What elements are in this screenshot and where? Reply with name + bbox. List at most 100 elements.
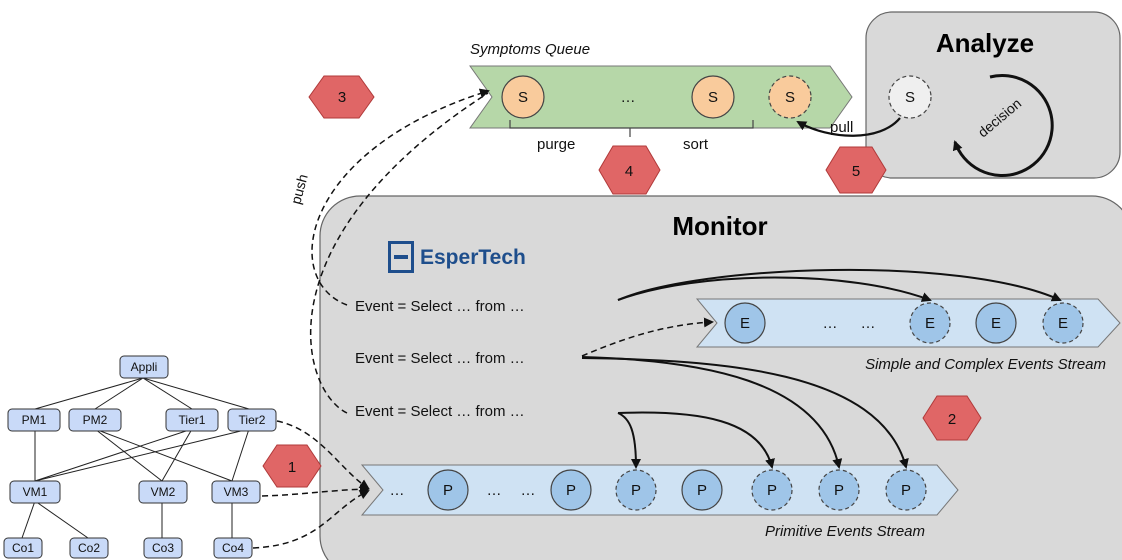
query3-to-primitive-arrow — [617, 411, 775, 469]
tree-node-co4 — [213, 537, 253, 559]
push-arrow-1 — [311, 88, 490, 306]
tree-node-label: Appli — [131, 360, 158, 374]
step-number: 2 — [948, 411, 956, 428]
analyze-symptom — [888, 75, 932, 119]
primitive-node-label: P — [697, 482, 707, 499]
symptom-node-label: S — [785, 89, 795, 106]
tree-node-label: PM2 — [83, 413, 108, 427]
query2-to-event-arrow — [581, 317, 714, 357]
queue-ellipsis: … — [621, 89, 636, 106]
primitive-node-pending — [615, 469, 657, 511]
primitive-node-pending — [885, 469, 927, 511]
co4-to-stream-arrow — [252, 490, 370, 549]
tree-node-label: Co2 — [78, 541, 100, 555]
analyze-symptom-label: S — [905, 89, 915, 106]
event-node-label: E — [925, 315, 935, 332]
symptom-node-label: S — [708, 89, 718, 106]
primitive-stream: … P … … P P P P P P Primitive Events Str… — [360, 464, 959, 540]
query1-to-event-arrow — [617, 268, 1062, 302]
primitive-ellipsis: … — [521, 482, 536, 499]
primitive-ellipsis: … — [487, 482, 502, 499]
primitive-node-label: P — [443, 482, 453, 499]
step-hexagon-2: 2 — [922, 395, 982, 441]
tree-node-vm3 — [211, 480, 261, 504]
event-node-label: E — [740, 315, 750, 332]
tree-node-tier2 — [227, 408, 277, 432]
tree-node-label: PM1 — [22, 413, 47, 427]
primitive-ellipsis: … — [390, 482, 405, 499]
tree-node-vm1 — [9, 480, 61, 504]
step-number: 5 — [852, 163, 860, 180]
primitive-node-pending — [818, 469, 860, 511]
analyze-panel: Analyze S decision — [865, 11, 1121, 179]
primitive-node-label: P — [901, 482, 911, 499]
events-stream: E … … E E E Simple and Complex Events St… — [695, 298, 1121, 373]
primitive-node-pending — [751, 469, 793, 511]
espertech-logo-icon — [388, 241, 414, 273]
tree-node-appli — [119, 355, 169, 379]
query-3: Event = Select … from … — [355, 403, 525, 420]
monitor-title: Monitor — [672, 211, 767, 241]
event-node — [975, 302, 1017, 344]
step-number: 4 — [625, 163, 633, 180]
symptoms-queue: Symptoms Queue S … S S purge sort — [469, 41, 853, 153]
step-hexagon-5: 5 — [825, 146, 887, 194]
symptom-node-pending — [768, 75, 812, 119]
symptom-node — [691, 75, 735, 119]
events-ellipsis: … — [823, 315, 838, 332]
symptom-node-label: S — [518, 89, 528, 106]
primitive-node — [681, 469, 723, 511]
tree-node-label: Co4 — [222, 541, 244, 555]
event-node-label: E — [991, 315, 1001, 332]
event-node — [724, 302, 766, 344]
step-hexagon-4: 4 — [598, 145, 661, 195]
vm3-to-stream-arrow — [261, 484, 370, 497]
analyze-title: Analyze — [936, 28, 1034, 58]
pull-arrow — [796, 117, 901, 137]
sort-label: sort — [683, 136, 709, 153]
purge-label: purge — [537, 136, 575, 153]
query1-to-event-arrow — [617, 276, 932, 302]
query-2: Event = Select … from … — [355, 350, 525, 367]
tree-node-label: VM1 — [23, 485, 48, 499]
tier2-to-stream-arrow — [276, 420, 370, 490]
tree-node-label: Tier1 — [179, 413, 206, 427]
tree-node-pm2 — [68, 408, 122, 432]
symptom-node — [501, 75, 545, 119]
primitive-node-label: P — [767, 482, 777, 499]
tree-node-label: VM2 — [151, 485, 176, 499]
primitive-node-label: P — [834, 482, 844, 499]
espertech-logo-text: EsperTech — [420, 246, 526, 269]
pull-label: pull — [830, 119, 853, 136]
event-node-pending — [1042, 302, 1084, 344]
event-node-pending — [909, 302, 951, 344]
events-stream-label: Simple and Complex Events Stream — [865, 356, 1106, 373]
queue-bracket — [509, 120, 754, 137]
tree-node-vm2 — [138, 480, 188, 504]
primitive-stream-label: Primitive Events Stream — [765, 523, 925, 540]
tree-node-co1 — [3, 537, 43, 559]
step-hexagon-1: 1 — [262, 444, 322, 488]
symptoms-queue-title: Symptoms Queue — [470, 41, 590, 58]
push-label: push — [287, 172, 310, 205]
tree-node-label: Tier2 — [239, 413, 266, 427]
push-arrow-2 — [309, 92, 489, 414]
primitive-node — [550, 469, 592, 511]
primitive-node-label: P — [566, 482, 576, 499]
step-number: 3 — [338, 89, 346, 106]
topology-tree: Appli PM1 PM2 Tier1 Tier2 VM1 VM2 VM3 Co… — [3, 355, 277, 559]
primitive-node — [427, 469, 469, 511]
tree-node-co2 — [69, 537, 109, 559]
step-number: 1 — [288, 459, 296, 476]
tree-node-label: Co3 — [152, 541, 174, 555]
primitive-node-label: P — [631, 482, 641, 499]
tree-node-label: VM3 — [224, 485, 249, 499]
query3-to-primitive-arrow — [617, 412, 641, 469]
tree-node-pm1 — [7, 408, 61, 432]
tree-node-co3 — [143, 537, 183, 559]
tree-node-label: Co1 — [12, 541, 34, 555]
query-1: Event = Select … from … — [355, 298, 525, 315]
query2-to-primitive-arrow — [581, 357, 909, 469]
events-ellipsis: … — [861, 315, 876, 332]
